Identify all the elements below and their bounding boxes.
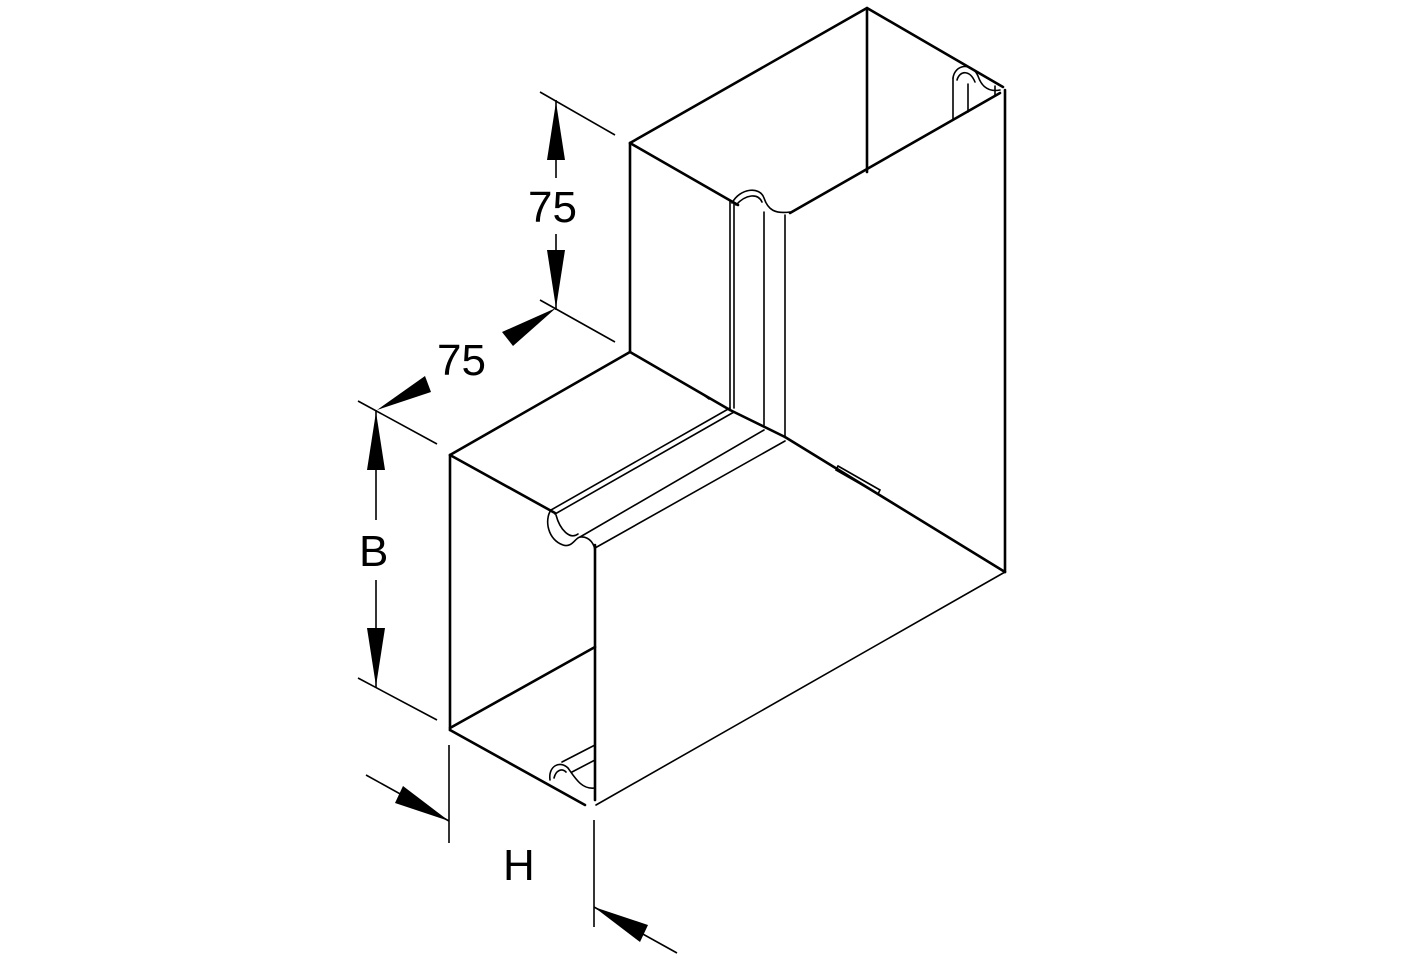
- dimension-vertical-75: 75: [528, 91, 616, 343]
- arrow-down-icon: [547, 250, 565, 308]
- arrow-up-icon: [367, 412, 385, 470]
- dimension-label-h: H: [503, 841, 535, 890]
- dimension-label-vertical: 75: [528, 183, 577, 232]
- upper-leg: [628, 6, 1007, 574]
- dimension-horizontal-75: 75: [357, 308, 556, 445]
- arrow-right-icon: [395, 786, 449, 821]
- arrow-iso-lower-icon: [377, 376, 431, 410]
- arrow-up-icon: [547, 102, 565, 160]
- arrow-left-icon: [594, 907, 648, 942]
- lower-leg: [448, 350, 1007, 807]
- dimension-b: B: [357, 410, 438, 721]
- dimension-label-b: B: [359, 527, 388, 576]
- dimension-label-horizontal: 75: [437, 336, 486, 385]
- arrow-down-icon: [367, 628, 385, 686]
- dimension-h: H: [365, 745, 678, 954]
- arrow-iso-upper-icon: [502, 308, 556, 346]
